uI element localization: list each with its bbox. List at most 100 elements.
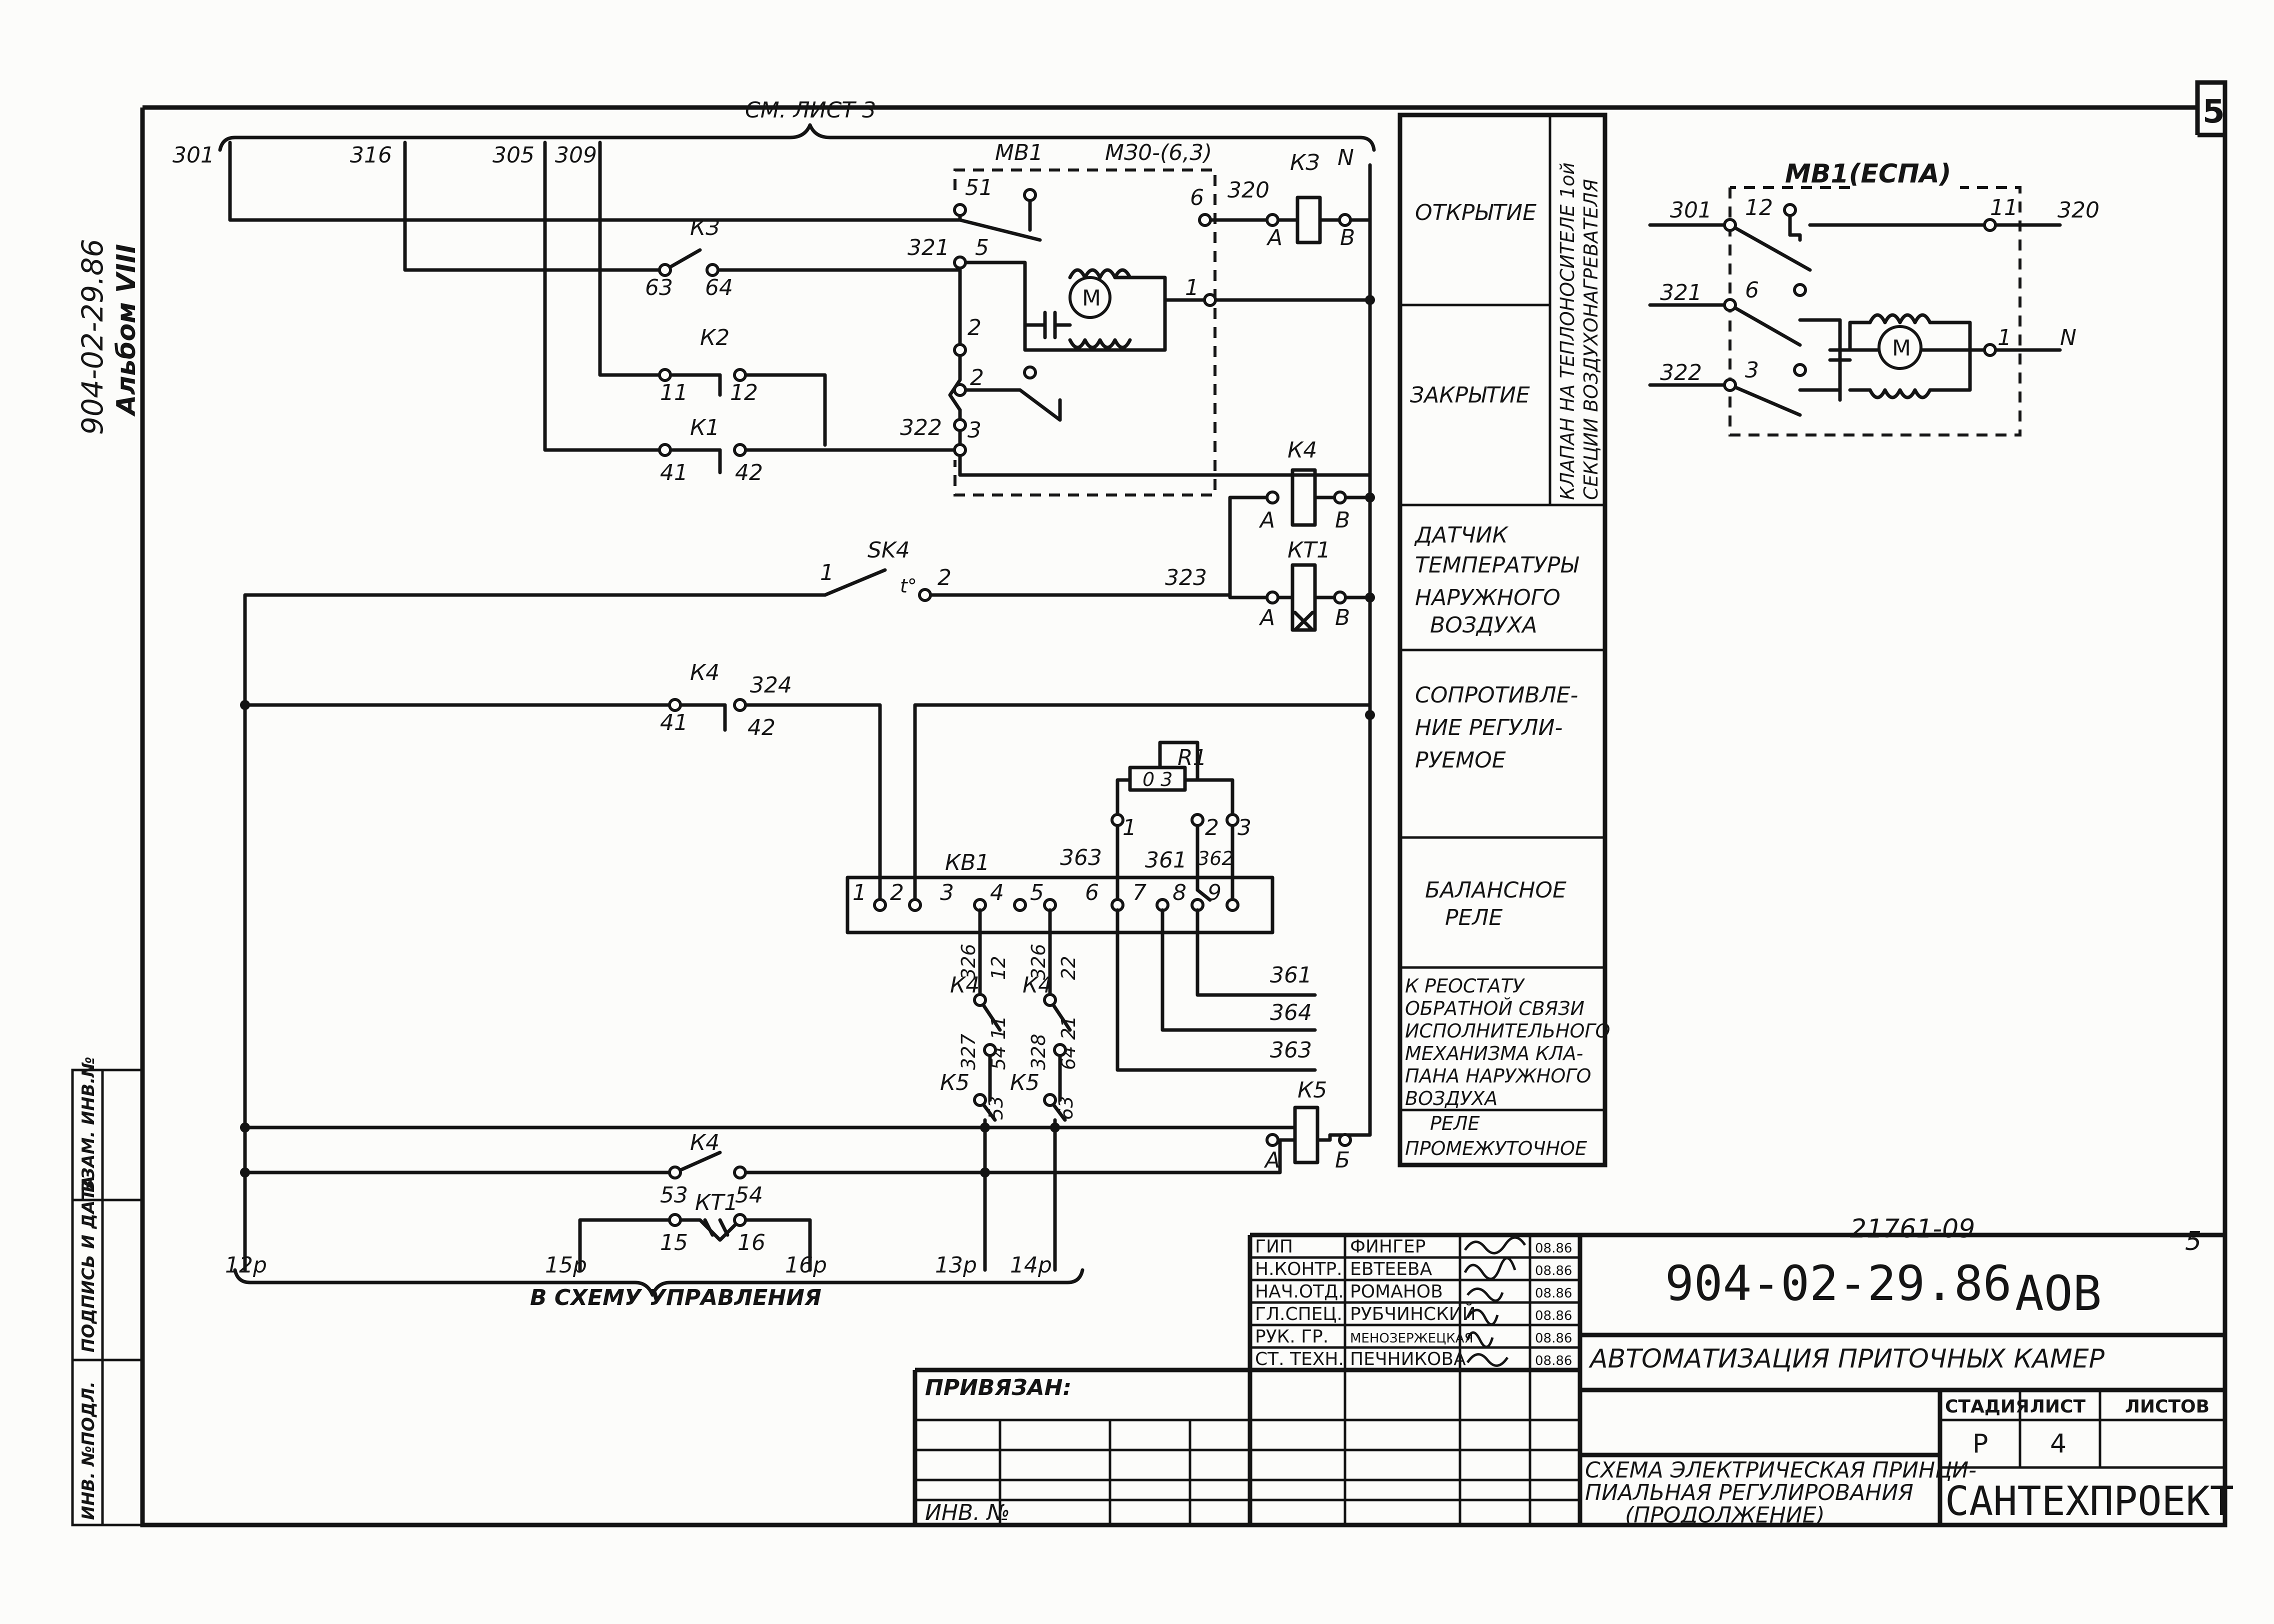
k5-and-rails <box>243 1106 1332 1272</box>
r1-inner-label: 0 3 <box>1142 768 1172 790</box>
sheet-number: 5 <box>2202 94 2225 130</box>
mv1-pin-3: 3 <box>968 418 982 443</box>
title-desc-2: ПИАЛЬНАЯ РЕГУЛИРОВАНИЯ <box>1585 1480 1914 1506</box>
r1-name: R1 <box>1178 745 1207 770</box>
wire-316-label: 316 <box>350 142 392 168</box>
wire-305-label: 305 <box>492 142 534 168</box>
stamp-signature-date: ПОДПИСЬ И ДАТА <box>78 1176 98 1352</box>
k4-contact1-pin-b: 42 <box>748 715 776 740</box>
title-block-grid <box>912 1232 2225 1525</box>
espa-pin-3: 3 <box>1745 358 1759 383</box>
date-4: 08.86 <box>1535 1308 1572 1324</box>
espa-wire-320: 320 <box>2058 198 2100 223</box>
sk4-symbol: t° <box>900 575 917 597</box>
k4a-wire-bot: 327 <box>958 1034 980 1070</box>
name-pechnikova: ПЕЧНИКОВА <box>1350 1349 1466 1370</box>
role-gip: ГИП <box>1255 1236 1293 1257</box>
legend-balance-1: БАЛАНСНОЕ <box>1425 878 1566 903</box>
legend-rheostat-5: ПАНА НАРУЖНОГО <box>1405 1065 1591 1087</box>
relay-k3-neutral: N <box>1338 145 1354 170</box>
k4-contact2-name: К4 <box>690 1130 720 1156</box>
terminal-points-k4 <box>240 490 1375 710</box>
terminal-15r: 15р <box>545 1252 587 1278</box>
terminal-12r: 12р <box>225 1252 267 1278</box>
k5b-pin: 63 <box>1055 1096 1077 1120</box>
sheet-label: ЛИСТ <box>2030 1396 2086 1417</box>
espa-pin-12: 12 <box>1745 195 1773 220</box>
k2-pin-a: 11 <box>660 380 688 406</box>
mv1-pin-6: 6 <box>1190 185 1204 210</box>
k2-pin-b: 12 <box>730 380 758 406</box>
kb1-pin-8: 8 <box>1172 880 1186 906</box>
k4-contact2-pin-b: 54 <box>735 1182 763 1208</box>
kb1-wire-362: 362 <box>1198 848 1234 870</box>
k4b-pin-bot: 64 21 <box>1058 1016 1080 1070</box>
r1-pin-1: 1 <box>1122 815 1136 840</box>
kt1-contact-name: КТ1 <box>695 1190 738 1216</box>
mv1-espa-name: МВ1(ЕСПА) <box>1785 159 1952 189</box>
relay-k3-a: А <box>1266 225 1282 250</box>
date-6: 08.86 <box>1535 1354 1572 1368</box>
bottom-bus-label: В СХЕМУ УПРАВЛЕНИЯ <box>530 1285 822 1310</box>
r1-pin-3: 3 <box>1238 815 1252 840</box>
wire-321-label: 321 <box>908 235 950 260</box>
k5b-name: К5 <box>1010 1070 1040 1096</box>
k4-contact1-name: К4 <box>690 660 720 686</box>
k1-pin-a: 41 <box>660 460 688 486</box>
sk4-pin-b: 2 <box>938 565 952 590</box>
mv1-pin-5: 5 <box>975 235 989 260</box>
role-nkontr: Н.КОНТР. <box>1255 1259 1342 1280</box>
kb1-pin-6: 6 <box>1085 880 1099 906</box>
top-bus-label: СМ. ЛИСТ 3 <box>745 98 876 123</box>
mv1-espa-terminals <box>1723 203 1997 392</box>
sk4-pin-a: 1 <box>820 560 834 586</box>
lower-terminals <box>240 993 1352 1227</box>
k4a-wire-top: 326 <box>958 944 980 980</box>
k4a-pin-top: 12 <box>988 956 1010 980</box>
title-suffix: АОВ <box>2015 1266 2102 1322</box>
inv-label: ИНВ. № <box>925 1500 1010 1526</box>
legend-sensor-4: ВОЗДУХА <box>1430 612 1537 638</box>
title-project: АВТОМАТИЗАЦИЯ ПРИТОЧНЫХ КАМЕР <box>1588 1344 2105 1374</box>
role-rukgr: РУК. ГР. <box>1255 1326 1328 1347</box>
sheet-number-small: 5 <box>2185 1226 2202 1256</box>
legend-resistor-3: РУЕМОЕ <box>1415 748 1506 773</box>
side-album: Альбом VIII <box>112 244 142 417</box>
kb1-wiring <box>243 703 1372 934</box>
kb1-pin-3: 3 <box>940 880 954 906</box>
terminal-13r: 13р <box>935 1252 977 1278</box>
k3-contact-name: КЗ <box>690 215 720 240</box>
relay-kt1-name: КТ1 <box>1288 538 1330 563</box>
legend-sensor-1: ДАТЧИК <box>1414 522 1508 548</box>
k5a-pin: 53 <box>985 1096 1007 1120</box>
role-sttekhn: СТ. ТЕХН. <box>1255 1349 1344 1370</box>
legend-rheostat-1: К РЕОСТАТУ <box>1405 975 1526 997</box>
mv1-espa-motor-symbol: М <box>1892 336 1911 361</box>
name-evteeva: ЕВТЕЕВА <box>1350 1259 1432 1280</box>
kt1-contact-pin-b: 16 <box>738 1230 766 1256</box>
name-romanov: РОМАНОВ <box>1350 1282 1443 1302</box>
espa-pin-1: 1 <box>1998 325 2012 350</box>
espa-wire-321: 321 <box>1660 280 1702 306</box>
sheets-label: ЛИСТОВ <box>2125 1396 2210 1417</box>
terminal-16r: 16р <box>785 1252 827 1278</box>
relay-k4-b: В <box>1335 508 1350 533</box>
name-rubchinsky: РУБЧИНСКИЙ <box>1350 1304 1476 1324</box>
relay-kt1-a: А <box>1258 605 1275 630</box>
relay-k3-name: КЗ <box>1290 150 1320 176</box>
k1-contact-name: К1 <box>690 415 720 440</box>
espa-pin-11: 11 <box>1990 195 2018 220</box>
legend-relay-1: РЕЛЕ <box>1430 1112 1480 1134</box>
kb1-pin-labels: 1 2 3 4 5 6 7 8 9 <box>852 880 1222 906</box>
stage-value: Р <box>1972 1429 1988 1459</box>
k4b-wire-bot: 328 <box>1028 1034 1050 1070</box>
legend-resistor-2: НИЕ РЕГУЛИ- <box>1415 715 1562 740</box>
feedback-wiring <box>1116 908 1317 1072</box>
mv1-pin-2a: 2 <box>968 315 982 340</box>
terminal-14r: 14р <box>1010 1252 1052 1278</box>
wire-324-label: 324 <box>750 672 792 698</box>
kb1-pin-4: 4 <box>990 880 1004 906</box>
side-doc-code: 904-02-29.86 <box>76 239 110 435</box>
legend-rheostat-3: ИСПОЛНИТЕЛЬНОГО <box>1405 1020 1610 1042</box>
